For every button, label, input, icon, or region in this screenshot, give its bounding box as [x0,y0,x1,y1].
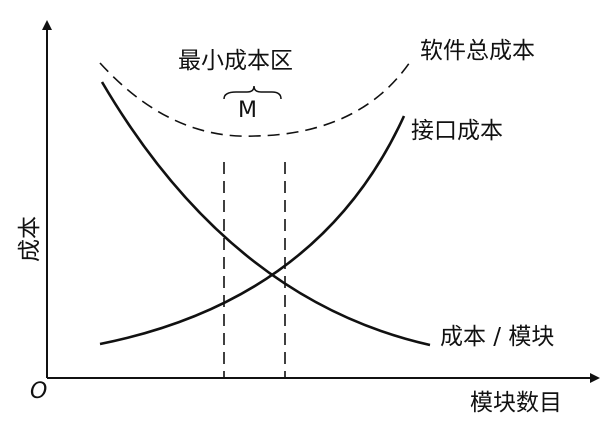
min-region-label: 最小成本区 [178,48,293,74]
interface-cost-label: 接口成本 [411,118,503,144]
min-marker-label: M [238,98,257,123]
module-cost-label: 成本 / 模块 [440,324,554,350]
y-axis-label: 成本 [17,216,43,262]
interface-cost-curve [99,115,406,346]
total-cost-label: 软件总成本 [420,38,535,64]
module-cost-curve [100,81,431,347]
x-axis-label: 模块数目 [470,390,562,416]
origin-label: O [30,379,47,404]
total-cost-curve [99,61,411,137]
min-region-brace [223,85,282,100]
